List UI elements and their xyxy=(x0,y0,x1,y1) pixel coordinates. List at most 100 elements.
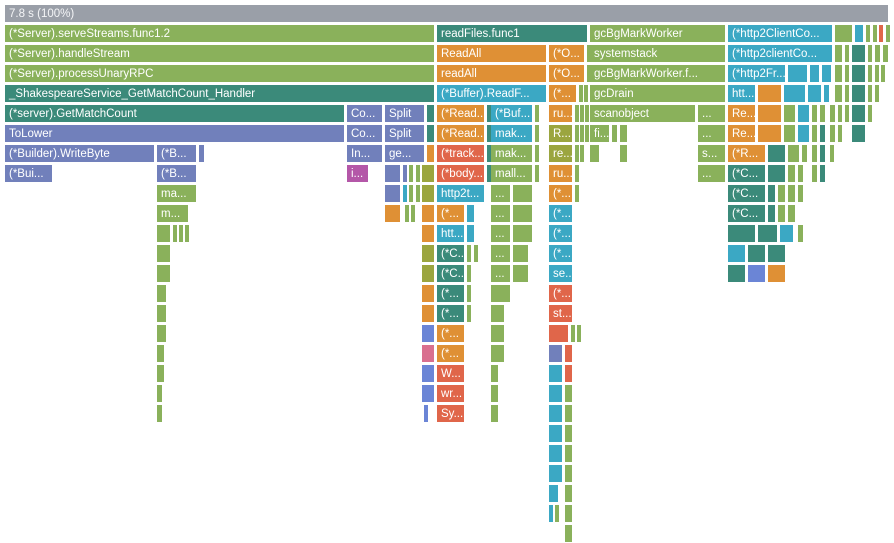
flame-frame[interactable]: se... xyxy=(549,265,573,283)
flame-frame-narrow[interactable] xyxy=(549,485,559,503)
flame-frame-narrow[interactable] xyxy=(549,445,563,463)
flame-frame-narrow[interactable] xyxy=(620,125,628,143)
flame-frame-narrow[interactable] xyxy=(585,105,590,123)
flame-frame-narrow[interactable] xyxy=(830,145,835,163)
flame-frame-narrow[interactable] xyxy=(835,25,853,43)
flame-frame-narrow[interactable] xyxy=(422,245,435,263)
flame-frame-narrow[interactable] xyxy=(385,205,401,223)
flame-frame-narrow[interactable] xyxy=(612,125,618,143)
flame-frame[interactable]: (*... xyxy=(437,345,465,363)
flame-frame-narrow[interactable] xyxy=(403,185,408,203)
flame-frame-narrow[interactable] xyxy=(784,85,806,103)
flame-frame-narrow[interactable] xyxy=(852,105,866,123)
flame-frame-narrow[interactable] xyxy=(778,185,786,203)
flame-frame[interactable]: (*Read... xyxy=(437,125,485,143)
flame-frame[interactable]: (*C... xyxy=(728,205,766,223)
flame-frame-narrow[interactable] xyxy=(883,45,889,63)
flame-frame-narrow[interactable] xyxy=(467,285,472,303)
flame-frame[interactable]: R... xyxy=(549,125,573,143)
flame-frame-narrow[interactable] xyxy=(798,105,810,123)
flame-frame[interactable]: Co... xyxy=(347,125,383,143)
flame-frame-narrow[interactable] xyxy=(820,105,826,123)
flame-frame[interactable]: (*http2Fr... xyxy=(728,65,786,83)
flame-frame-narrow[interactable] xyxy=(474,245,479,263)
flame-frame-narrow[interactable] xyxy=(575,145,580,163)
flame-frame-narrow[interactable] xyxy=(778,205,786,223)
flame-frame-narrow[interactable] xyxy=(768,165,786,183)
flame-frame-narrow[interactable] xyxy=(157,325,167,343)
flame-frame-narrow[interactable] xyxy=(157,225,171,243)
flame-frame-narrow[interactable] xyxy=(422,385,435,403)
flame-frame[interactable]: (*Server).serveStreams.func1.2 xyxy=(5,25,435,43)
flame-frame[interactable]: ru... xyxy=(549,105,573,123)
flame-frame-narrow[interactable] xyxy=(768,145,786,163)
flame-frame[interactable]: ToLower xyxy=(5,125,345,143)
flame-frame-narrow[interactable] xyxy=(422,285,435,303)
flame-frame[interactable]: (*... xyxy=(549,185,573,203)
flame-frame-narrow[interactable] xyxy=(824,85,830,103)
flame-frame[interactable]: ... xyxy=(491,185,511,203)
flame-frame-narrow[interactable] xyxy=(758,225,778,243)
flame-frame-narrow[interactable] xyxy=(838,125,843,143)
flame-frame-narrow[interactable] xyxy=(422,325,435,343)
flame-frame-narrow[interactable] xyxy=(549,505,554,523)
flame-frame-narrow[interactable] xyxy=(852,85,866,103)
flame-frame-narrow[interactable] xyxy=(422,265,435,283)
flame-frame-narrow[interactable] xyxy=(788,205,796,223)
flame-frame-narrow[interactable] xyxy=(491,365,499,383)
flame-frame-narrow[interactable] xyxy=(549,385,563,403)
flame-frame-narrow[interactable] xyxy=(758,125,782,143)
flame-frame-narrow[interactable] xyxy=(565,405,573,423)
flame-frame-narrow[interactable] xyxy=(549,345,563,363)
flame-frame-narrow[interactable] xyxy=(820,145,826,163)
flame-frame[interactable]: readFiles.func1 xyxy=(437,25,588,43)
flame-frame[interactable]: systemstack xyxy=(590,45,726,63)
flame-frame[interactable]: mak... xyxy=(491,125,533,143)
flame-frame-narrow[interactable] xyxy=(845,85,850,103)
flame-frame[interactable]: (*R... xyxy=(728,145,766,163)
flame-frame-narrow[interactable] xyxy=(565,485,573,503)
flame-frame[interactable]: W... xyxy=(437,365,465,383)
flame-frame-narrow[interactable] xyxy=(565,365,573,383)
flame-frame[interactable]: Co... xyxy=(347,105,383,123)
flame-frame-narrow[interactable] xyxy=(513,265,529,283)
flame-frame-narrow[interactable] xyxy=(575,165,580,183)
flame-frame-narrow[interactable] xyxy=(575,185,580,203)
flame-frame-narrow[interactable] xyxy=(157,345,165,363)
flame-frame-narrow[interactable] xyxy=(788,185,796,203)
flame-frame[interactable]: (*B... xyxy=(157,165,197,183)
flame-frame[interactable]: ... xyxy=(491,205,511,223)
flame-frame-narrow[interactable] xyxy=(852,45,866,63)
flame-frame[interactable]: ReadAll xyxy=(437,45,547,63)
flame-frame-narrow[interactable] xyxy=(157,265,171,283)
flame-frame-narrow[interactable] xyxy=(868,45,873,63)
flame-frame[interactable]: (*Server).processUnaryRPC xyxy=(5,65,435,83)
flame-frame[interactable]: ... xyxy=(491,225,511,243)
flame-frame-narrow[interactable] xyxy=(513,245,529,263)
flame-frame[interactable]: ma... xyxy=(157,185,197,203)
flame-frame-narrow[interactable] xyxy=(748,245,766,263)
flame-frame-narrow[interactable] xyxy=(868,65,873,83)
flame-frame[interactable]: (*... xyxy=(549,285,573,303)
flame-frame[interactable]: mall... xyxy=(491,165,533,183)
flame-frame-narrow[interactable] xyxy=(565,425,573,443)
flame-frame-narrow[interactable] xyxy=(873,25,878,43)
flame-frame[interactable]: (*http2ClientCo... xyxy=(728,25,833,43)
flame-frame[interactable]: _ShakespeareService_GetMatchCount_Handle… xyxy=(5,85,435,103)
flame-frame[interactable]: s... xyxy=(698,145,726,163)
flame-frame-narrow[interactable] xyxy=(416,165,421,183)
flame-frame-narrow[interactable] xyxy=(491,345,505,363)
flame-frame-narrow[interactable] xyxy=(513,185,533,203)
flame-frame[interactable]: ge... xyxy=(385,145,425,163)
flame-frame[interactable]: gcDrain xyxy=(590,85,726,103)
flame-frame-narrow[interactable] xyxy=(868,105,873,123)
flame-frame[interactable]: (*C... xyxy=(437,245,465,263)
flame-frame-narrow[interactable] xyxy=(385,165,401,183)
flame-frame-narrow[interactable] xyxy=(422,205,435,223)
flame-frame-narrow[interactable] xyxy=(845,45,850,63)
flame-frame-narrow[interactable] xyxy=(802,145,808,163)
flame-frame[interactable]: ... xyxy=(491,245,511,263)
flame-frame[interactable]: (*... xyxy=(437,325,465,343)
flame-frame[interactable]: (*Server).handleStream xyxy=(5,45,435,63)
flame-frame-narrow[interactable] xyxy=(879,25,884,43)
